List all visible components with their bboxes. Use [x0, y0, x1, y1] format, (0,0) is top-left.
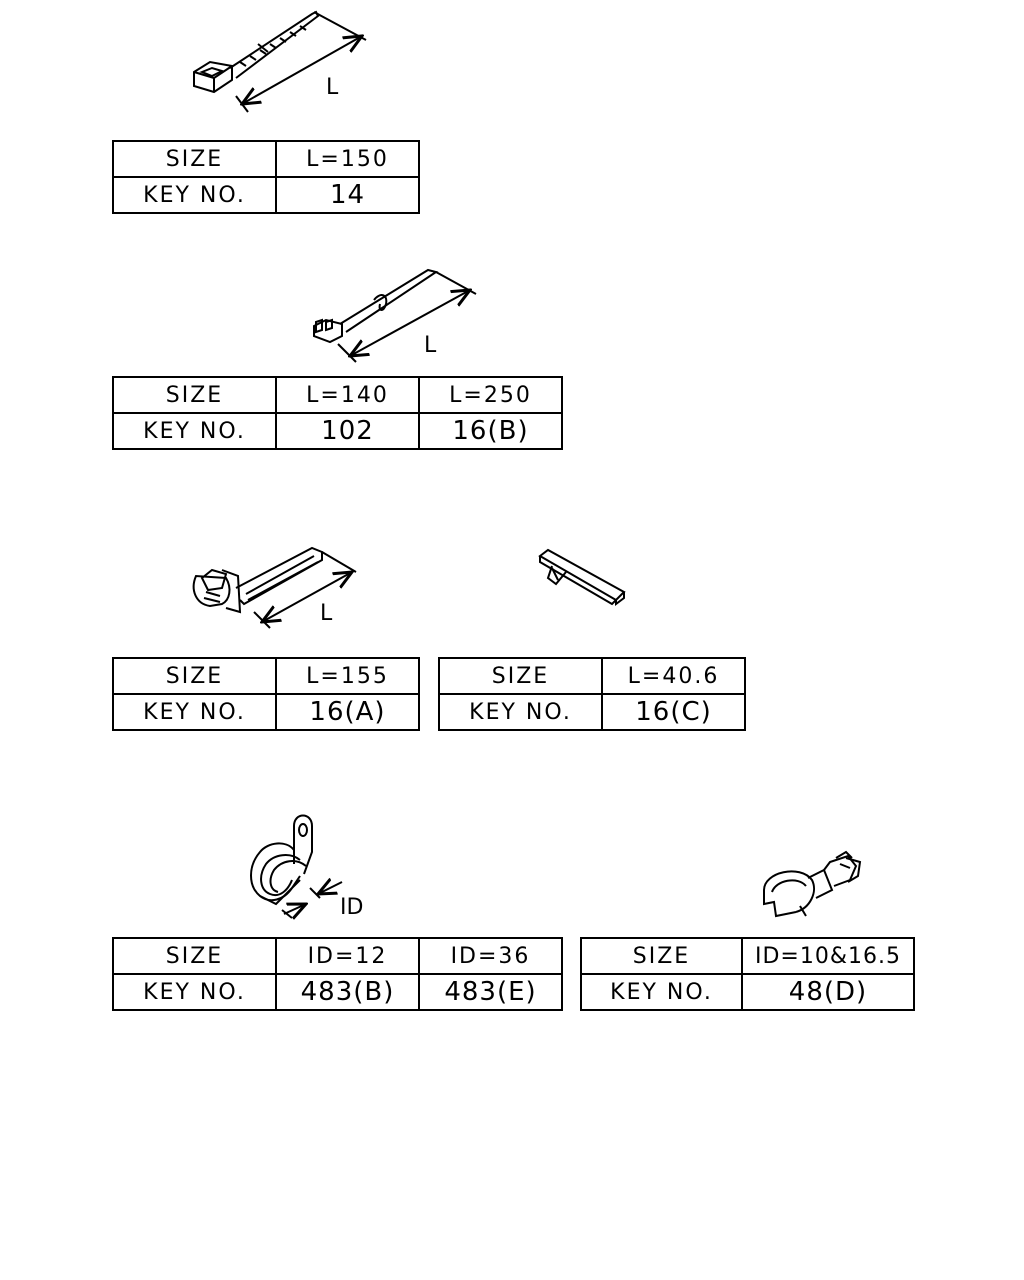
key-no-value: 16(B) — [418, 412, 563, 450]
key-no-value: 14 — [275, 176, 420, 214]
releasable-cable-tie-drawing — [313, 268, 477, 363]
spec-table-p-clamp: SIZE ID=12 ID=36 KEY NO. 483(B) 483(E) — [112, 937, 563, 1011]
key-no-value: 48(D) — [741, 973, 915, 1011]
size-value: ID=12 — [275, 937, 420, 975]
size-value: L=40.6 — [601, 657, 746, 695]
table-row: KEY NO. 16(A) — [112, 693, 420, 731]
table-row: SIZE L=150 — [112, 140, 420, 178]
spec-table-flat-clip: SIZE L=40.6 KEY NO. 16(C) — [438, 657, 746, 731]
table-row: SIZE ID=10&16.5 — [580, 937, 915, 975]
table-row: SIZE L=155 — [112, 657, 420, 695]
spec-table-releasable-tie: SIZE L=140 L=250 KEY NO. 102 16(B) — [112, 376, 563, 450]
key-no-value: 16(A) — [275, 693, 420, 731]
size-value: L=155 — [275, 657, 420, 695]
size-header: SIZE — [112, 376, 277, 414]
key-no-header: KEY NO. — [438, 693, 603, 731]
flat-clip-drawing — [538, 548, 626, 606]
size-value: L=140 — [275, 376, 420, 414]
key-no-value: 483(E) — [418, 973, 563, 1011]
spec-table-double-clamp: SIZE ID=10&16.5 KEY NO. 48(D) — [580, 937, 915, 1011]
key-no-header: KEY NO. — [580, 973, 743, 1011]
spec-table-cable-tie: SIZE L=150 KEY NO. 14 — [112, 140, 420, 214]
dimension-label-l: L — [326, 75, 339, 100]
table-row: SIZE ID=12 ID=36 — [112, 937, 563, 975]
key-no-header: KEY NO. — [112, 973, 277, 1011]
size-header: SIZE — [112, 937, 277, 975]
clip-cable-tie-drawing — [192, 546, 357, 629]
size-header: SIZE — [438, 657, 603, 695]
dimension-label-l: L — [320, 601, 333, 626]
size-value: L=150 — [275, 140, 420, 178]
key-no-header: KEY NO. — [112, 176, 277, 214]
key-no-value: 483(B) — [275, 973, 420, 1011]
key-no-value: 16(C) — [601, 693, 746, 731]
size-header: SIZE — [580, 937, 743, 975]
size-value: ID=10&16.5 — [741, 937, 915, 975]
double-clamp-drawing — [763, 850, 862, 918]
size-value: ID=36 — [418, 937, 563, 975]
key-no-value: 102 — [275, 412, 420, 450]
dimension-label-id: ID — [340, 895, 363, 920]
dimension-label-l: L — [424, 333, 437, 358]
size-header: SIZE — [112, 657, 277, 695]
table-row: KEY NO. 16(C) — [438, 693, 746, 731]
table-row: KEY NO. 14 — [112, 176, 420, 214]
table-row: SIZE L=40.6 — [438, 657, 746, 695]
spec-table-clip-tie: SIZE L=155 KEY NO. 16(A) — [112, 657, 420, 731]
table-row: KEY NO. 102 16(B) — [112, 412, 563, 450]
table-row: SIZE L=140 L=250 — [112, 376, 563, 414]
size-header: SIZE — [112, 140, 277, 178]
table-row: KEY NO. 48(D) — [580, 973, 915, 1011]
table-row: KEY NO. 483(B) 483(E) — [112, 973, 563, 1011]
size-value: L=250 — [418, 376, 563, 414]
cable-tie-drawing — [193, 10, 367, 113]
key-no-header: KEY NO. — [112, 412, 277, 450]
p-clamp-drawing — [250, 814, 343, 919]
key-no-header: KEY NO. — [112, 693, 277, 731]
